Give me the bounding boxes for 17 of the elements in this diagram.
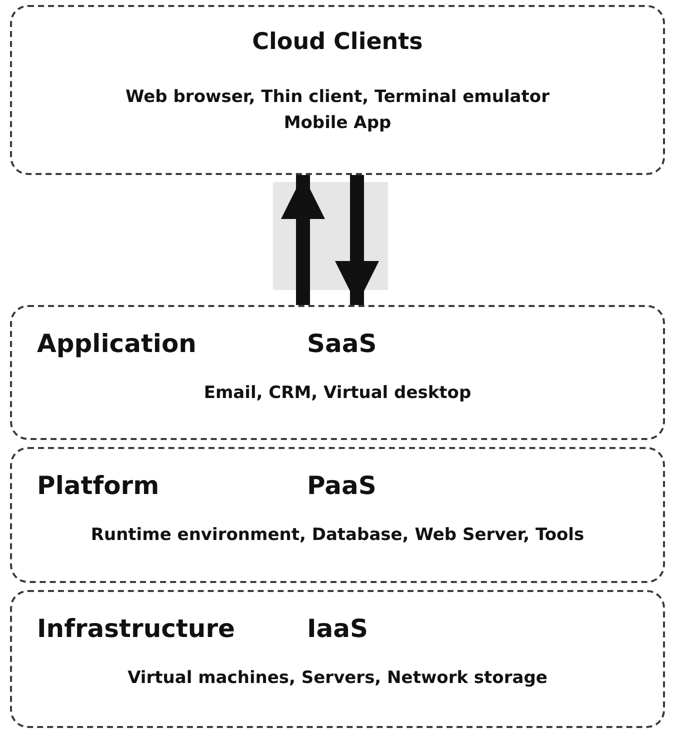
box-title: Cloud Clients — [251, 29, 424, 55]
dashed-box — [10, 5, 665, 175]
layer-text: Email, CRM, Virtual desktop — [202, 382, 472, 405]
layer-title: Platform — [37, 471, 160, 500]
layer-box — [10, 305, 665, 440]
service-model: SaaS — [307, 329, 377, 358]
layer-text: Virtual machines, Servers, Network storage — [126, 667, 548, 690]
layer-title: Application — [37, 329, 196, 358]
arrow — [281, 175, 325, 305]
layer-box — [10, 590, 665, 728]
arrow — [335, 175, 379, 305]
service-model: IaaS — [307, 614, 368, 643]
box-text: Web browser, Thin client, Terminal emulator Mobile App — [124, 86, 550, 134]
service-model: PaaS — [307, 471, 376, 500]
layer-text: Runtime environment, Database, Web Server, Tools — [90, 524, 586, 547]
layer-box — [10, 447, 665, 583]
layer-title: Infrastructure — [37, 614, 235, 643]
